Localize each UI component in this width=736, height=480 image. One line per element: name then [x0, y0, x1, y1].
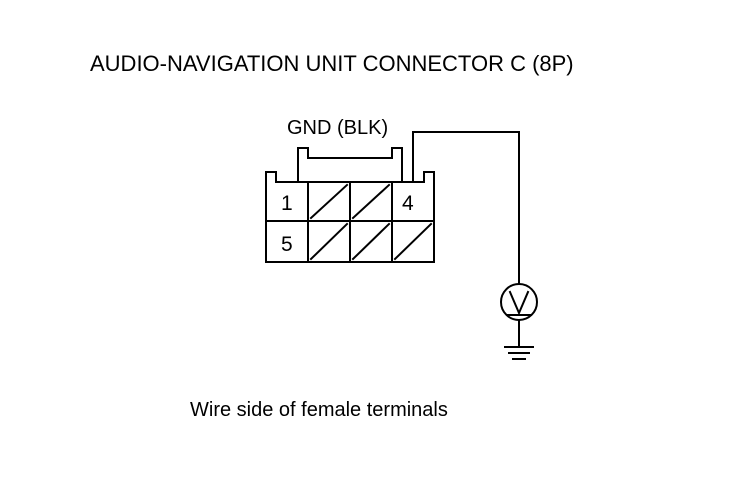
gnd-wire: [412, 131, 520, 285]
wire-label: GND (BLK): [287, 117, 389, 139]
diagram-caption: Wire side of female terminals: [190, 399, 448, 421]
unused-terminal-hatch: [393, 222, 433, 261]
voltmeter-v-mark: [508, 290, 530, 316]
unused-terminal-hatch: [351, 183, 391, 220]
unused-terminal-hatch: [351, 222, 391, 261]
terminal-label-4: 4: [402, 192, 414, 215]
connector-lock-tab: [297, 147, 403, 183]
unused-terminal-hatch: [309, 222, 349, 261]
terminal-label-1: 1: [281, 192, 293, 215]
ground-icon: [504, 346, 534, 360]
connector-housing: [265, 171, 435, 263]
terminal-label-5: 5: [281, 233, 293, 256]
diagram-title: AUDIO-NAVIGATION UNIT CONNECTOR C (8P): [90, 51, 574, 76]
unused-terminal-hatch: [309, 183, 349, 220]
